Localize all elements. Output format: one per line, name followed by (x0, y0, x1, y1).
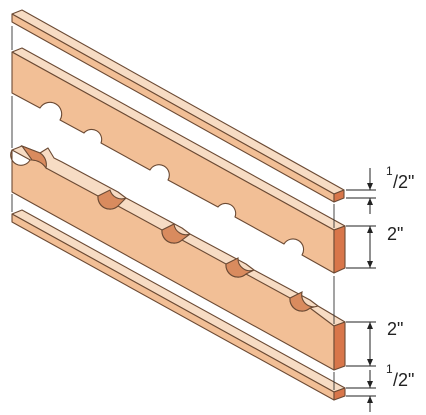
upper-notched-rail (11, 47, 346, 274)
dimension-label-top-whole: 1 (386, 164, 393, 178)
dimension-label-top-fraction: /2" (393, 172, 414, 192)
dimension-top-strip: 1 /2" (346, 164, 414, 214)
dimension-label-upper: 2" (387, 224, 403, 244)
dimension-bottom-strip: 1 /2" (346, 362, 414, 412)
lower-notched-rail (10, 144, 346, 371)
dimension-label-bottom-fraction: /2" (393, 370, 414, 390)
dimension-upper-rail: 2" (346, 224, 403, 269)
bottom-strip (11, 209, 346, 401)
top-strip (11, 9, 345, 203)
dimension-lower-rail: 2" (346, 319, 403, 367)
alignment-guides (11, 26, 335, 390)
dimension-label-lower: 2" (387, 319, 403, 339)
dimension-label-bottom-whole: 1 (386, 362, 393, 376)
